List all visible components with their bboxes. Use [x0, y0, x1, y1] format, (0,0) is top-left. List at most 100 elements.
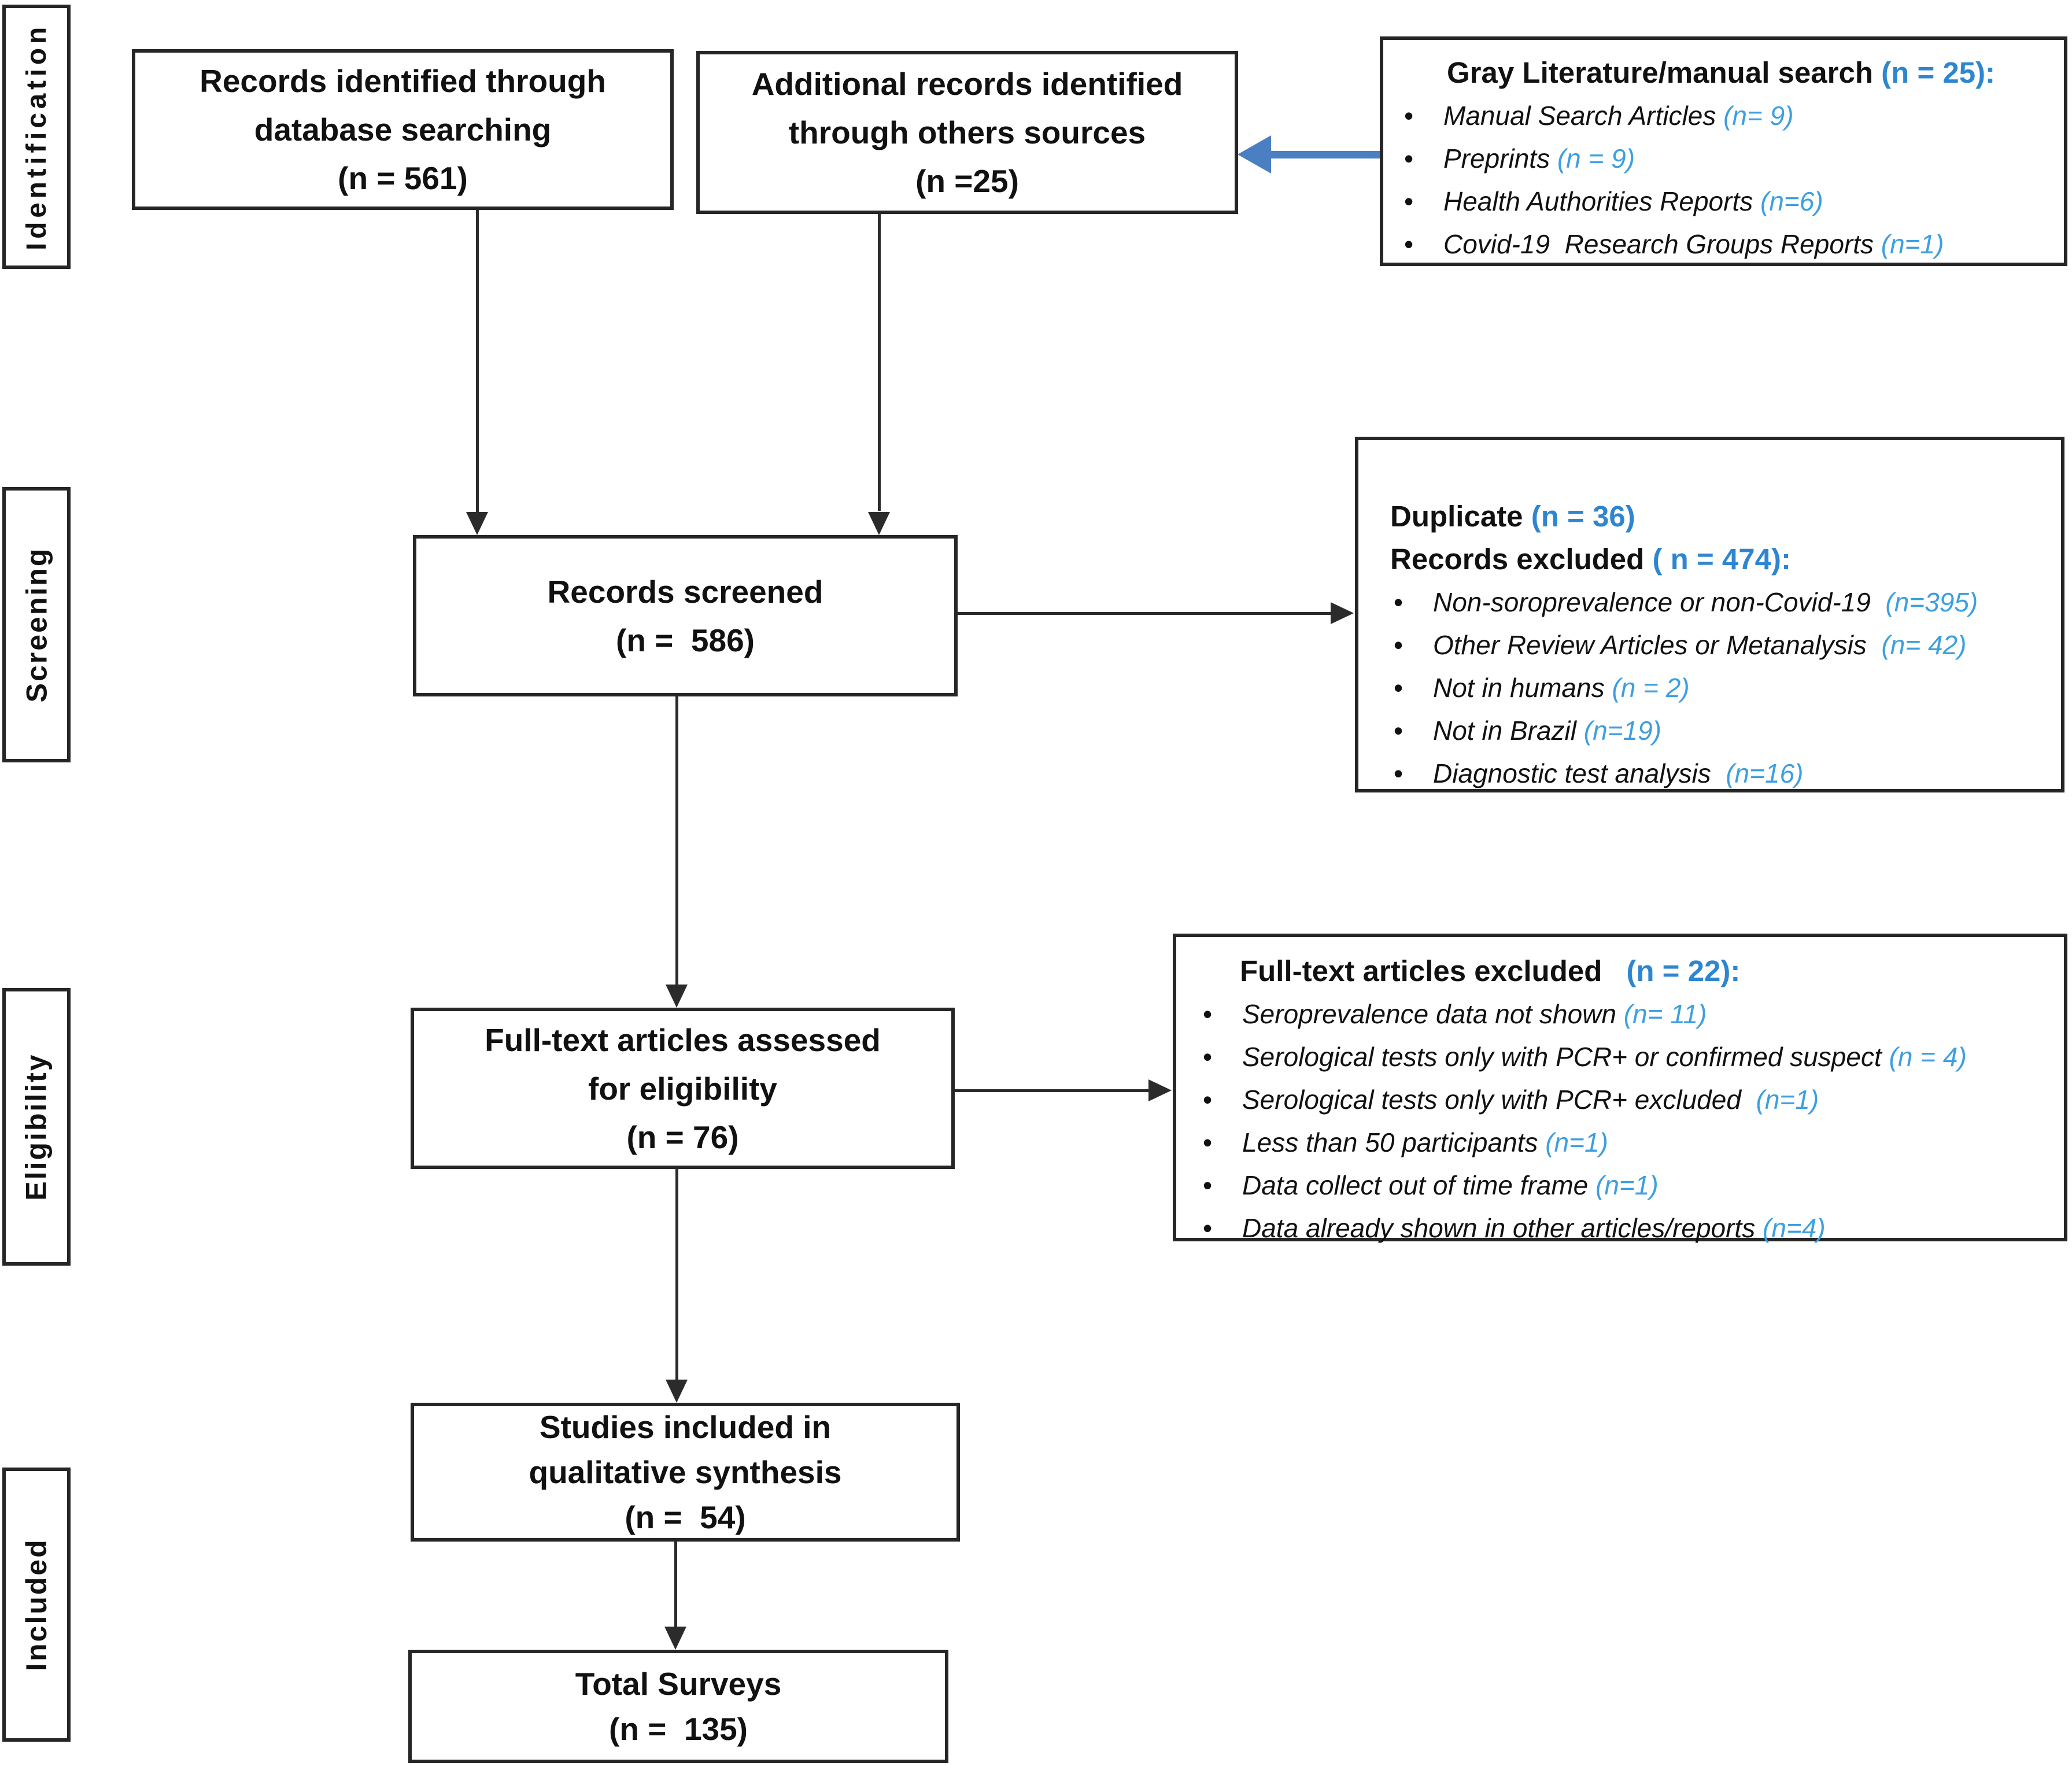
graylit-item-1-text: Preprints [1443, 143, 1557, 174]
bullet-icon: • [1203, 1085, 1213, 1115]
stage-label-included-text: Included [20, 1538, 53, 1671]
screen-excl-duplicate-text: Duplicate [1390, 500, 1531, 533]
graylit-item-3-count: (n=1) [1881, 229, 1944, 259]
box-studies-count: (n = 54) [625, 1499, 746, 1535]
fulltext-excl-item-1-text: Serological tests only with PCR+ or conf… [1242, 1042, 1889, 1072]
bullet-icon: • [1394, 587, 1404, 617]
bullet-icon: • [1394, 716, 1404, 746]
connector-studies-to-total-line [674, 1542, 677, 1627]
arrow-right-icon [1148, 1079, 1172, 1101]
bullet-icon: • [1394, 630, 1404, 660]
fulltext-excl-item-5-count: (n=4) [1763, 1213, 1826, 1243]
box-records-db-line2: database searching [254, 112, 552, 148]
box-additional-records-other-sources: Additional records identified through ot… [696, 51, 1238, 214]
graylit-item-0-text: Manual Search Articles [1443, 101, 1724, 131]
box-total-count: (n = 135) [609, 1711, 748, 1747]
stage-label-screening: Screening [2, 487, 71, 762]
bullet-icon: • [1404, 101, 1414, 131]
screen-excl-duplicate-count: (n = 36) [1531, 500, 1635, 533]
bullet-icon: • [1404, 186, 1414, 216]
box-fulltext-line1: Full-text articles assessed [485, 1022, 881, 1058]
arrow-right-icon [1331, 602, 1354, 624]
screen-excl-excluded-line: Records excluded ( n = 474): [1390, 538, 2052, 581]
screen-excl-item-0-count: (n=395) [1885, 587, 1978, 617]
graylit-title: Gray Literature/manual search (n = 25): [1401, 51, 2055, 94]
screen-excl-duplicate-line: Duplicate (n = 36) [1390, 495, 2052, 538]
box-records-identified-database: Records identified through database sear… [132, 49, 674, 210]
fulltext-excl-item-2-text: Serological tests only with PCR+ exclude… [1242, 1085, 1756, 1115]
box-additional-line1: Additional records identified [751, 66, 1183, 102]
graylit-item: • Health Authorities Reports (n=6) [1401, 180, 2055, 223]
box-studies-line1: Studies included in [539, 1409, 832, 1445]
bullet-icon: • [1203, 999, 1213, 1029]
graylit-item-0-count: (n= 9) [1723, 101, 1794, 131]
stage-label-identification: Identification [2, 5, 71, 269]
fulltext-excl-item-4-count: (n=1) [1595, 1170, 1659, 1200]
screen-excl-item: •Not in Brazil (n=19) [1390, 709, 2052, 752]
arrow-down-icon [664, 1627, 686, 1650]
box-fulltext-assessed: Full-text articles assessed for eligibil… [411, 1008, 955, 1169]
arrow-down-icon [868, 512, 890, 535]
bullet-icon: • [1404, 229, 1414, 259]
fulltext-excl-item: • Serological tests only with PCR+ exclud… [1199, 1078, 2055, 1121]
box-gray-literature: Gray Literature/manual search (n = 25): … [1380, 36, 2067, 266]
connector-screened-to-fulltext-line [675, 696, 678, 985]
screen-excl-item-1-count: (n= 42) [1881, 630, 1967, 660]
graylit-item-3-text: Covid-19 Research Groups Reports [1443, 229, 1881, 259]
fulltext-excl-item-3-text: Less than 50 participants [1242, 1127, 1546, 1157]
bullet-icon: • [1394, 758, 1404, 788]
graylit-title-count: (n = 25): [1881, 56, 1996, 89]
fulltext-excl-item-1-count: (n = 4) [1889, 1042, 1967, 1072]
fulltext-excl-item: •Data already shown in other articles/re… [1199, 1207, 2055, 1249]
stage-label-included: Included [2, 1468, 71, 1742]
bullet-icon: • [1394, 673, 1404, 703]
fulltext-excl-item: •Less than 50 participants (n=1) [1199, 1121, 2055, 1164]
screen-excl-item-1-text: Other Review Articles or Metanalysis [1433, 630, 1882, 660]
screen-excl-item-2-text: Not in humans [1433, 673, 1612, 703]
stage-label-identification-text: Identification [21, 23, 52, 250]
connector-fulltext-to-studies-line [675, 1169, 678, 1380]
bullet-icon: • [1203, 1042, 1213, 1072]
box-studies-line2: qualitative synthesis [529, 1454, 842, 1490]
bullet-icon: • [1203, 1213, 1213, 1243]
graylit-item: • Manual Search Articles (n= 9) [1401, 94, 2055, 137]
box-fulltext-excluded: Full-text articles excluded (n = 22): • Se… [1173, 934, 2067, 1243]
screen-excl-item-2-count: (n = 2) [1612, 673, 1690, 703]
graylit-item-1-count: (n = 9) [1557, 143, 1635, 174]
connector-additional-to-screened-line [878, 214, 881, 511]
fulltext-excl-title-text: Full-text articles excluded [1240, 954, 1602, 987]
connector-fulltext-to-excluded-line [955, 1089, 1150, 1092]
screen-excl-item: • Not in humans (n = 2) [1390, 666, 2052, 709]
connector-graylit-to-additional-line [1270, 151, 1380, 158]
bullet-icon: • [1203, 1127, 1213, 1157]
box-records-screened: Records screened (n = 586) [413, 535, 958, 696]
bullet-icon: • [1404, 143, 1414, 174]
screen-excl-item-4-text: Diagnostic test analysis [1433, 758, 1726, 788]
stage-label-eligibility: Eligibility [2, 988, 71, 1266]
screen-excl-item-4-count: (n=16) [1726, 758, 1804, 788]
fulltext-excl-item-4-text: Data collect out of time frame [1242, 1170, 1596, 1200]
stage-label-screening-text: Screening [20, 547, 53, 703]
arrow-down-icon [666, 985, 688, 1008]
connector-db-to-screened-line [476, 210, 479, 512]
screen-excl-excluded-text: Records excluded [1390, 543, 1653, 576]
stage-label-eligibility-text: Eligibility [20, 1053, 53, 1201]
box-additional-count: (n =25) [915, 163, 1019, 199]
fulltext-excl-item-0-text: Seroprevalence data not shown [1242, 999, 1624, 1029]
box-total-surveys: Total Surveys (n = 135) [408, 1650, 948, 1763]
fulltext-excl-item: • Data collect out of time frame (n=1) [1199, 1164, 2055, 1207]
box-screened-count: (n = 586) [616, 622, 755, 658]
graylit-title-text: Gray Literature/manual search [1447, 56, 1882, 89]
screen-excl-item: • Diagnostic test analysis (n=16) [1390, 752, 2052, 795]
box-fulltext-line2: for eligibility [588, 1070, 777, 1107]
fulltext-excl-title-count: (n = 22): [1626, 954, 1741, 987]
graylit-item: • Preprints (n = 9) [1401, 137, 2055, 180]
bullet-icon: • [1203, 1170, 1213, 1200]
screen-excl-item: • Other Review Articles or Metanalysis (n… [1390, 624, 2052, 666]
fulltext-excl-title: Full-text articles excluded (n = 22): [1199, 950, 2055, 993]
arrow-down-icon [666, 1380, 688, 1403]
box-fulltext-count: (n = 76) [626, 1119, 739, 1155]
graylit-item-2-count: (n=6) [1760, 186, 1823, 216]
graylit-item-2-text: Health Authorities Reports [1443, 186, 1761, 216]
